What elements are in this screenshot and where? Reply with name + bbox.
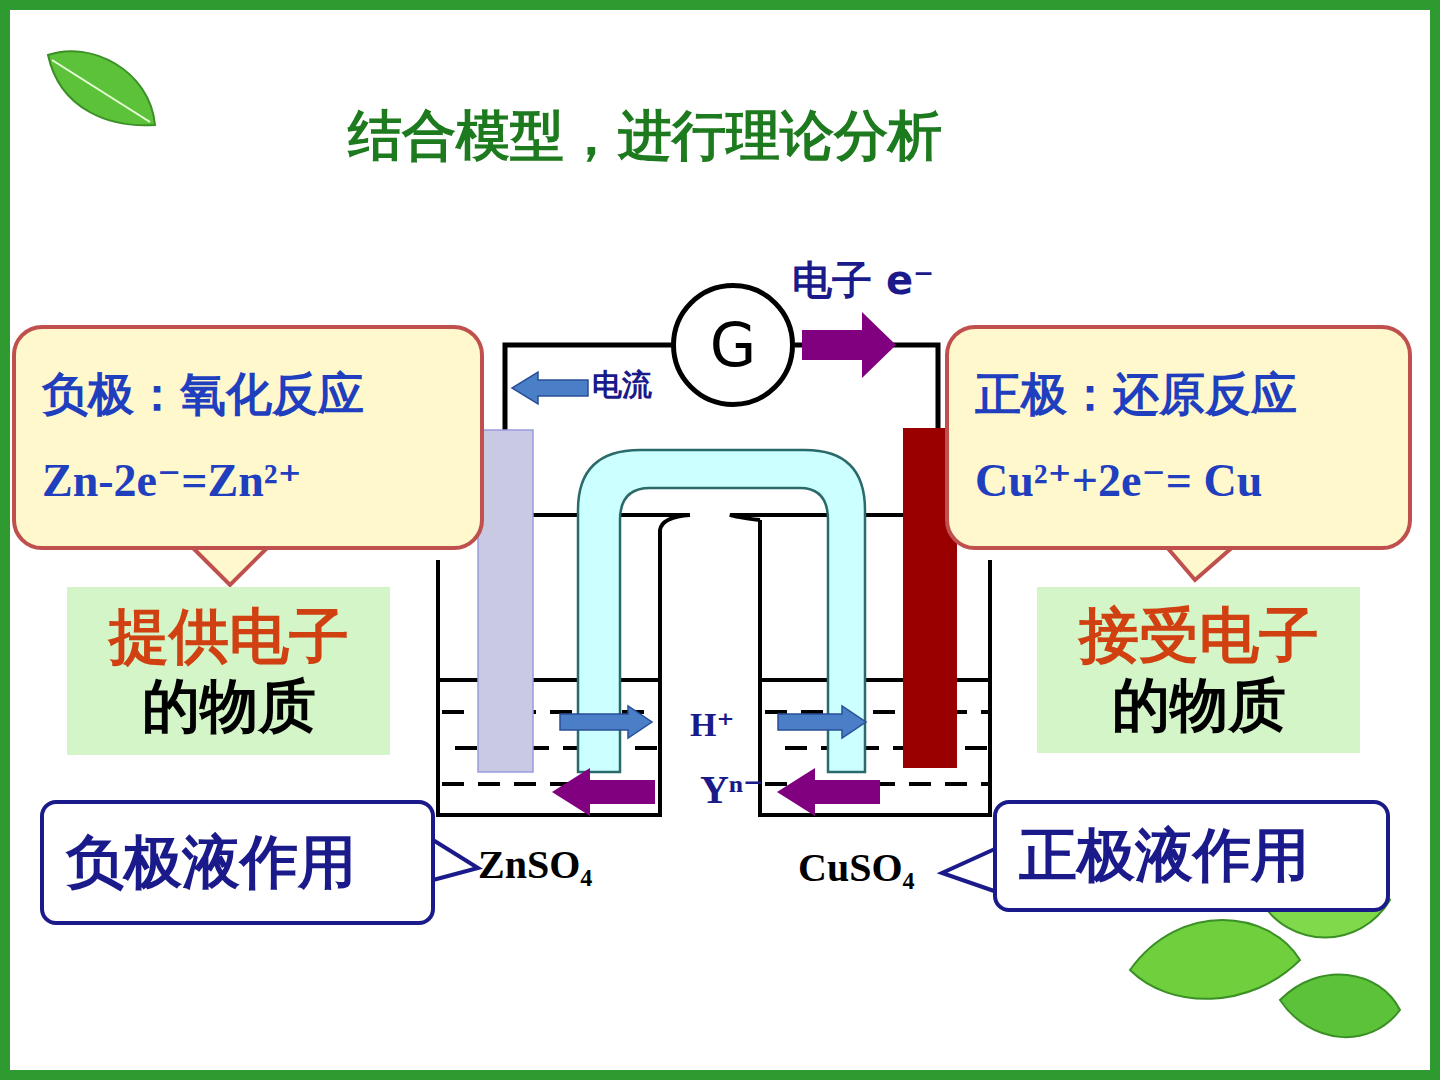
callout-tail	[1165, 545, 1235, 580]
zinc-electrode	[478, 430, 533, 772]
callout-tail	[190, 545, 270, 585]
slide-title: 结合模型，进行理论分析	[0, 100, 1290, 173]
callout-tail	[942, 848, 997, 892]
solution-label: CuSO₄	[798, 846, 914, 890]
ion-label: Yⁿ⁻	[700, 768, 764, 812]
current-label: 电流	[592, 368, 652, 401]
galvanometer: G	[671, 283, 795, 407]
node-heading: 接受电子	[1079, 599, 1319, 671]
concept-box: 接受电子的物质	[1037, 587, 1360, 753]
callout-box: 负极：氧化反应 Zn-2e⁻=Zn²⁺	[12, 325, 484, 550]
node-text: Zn-2e⁻=Zn²⁺	[42, 453, 302, 508]
anion-arrow	[552, 768, 880, 816]
callout-box: 正极：还原反应 Cu²⁺+2e⁻= Cu	[945, 325, 1412, 550]
node-text: 的物质	[142, 672, 316, 742]
solution-label: ZnSO₄	[478, 843, 592, 887]
concept-box: 提供电子的物质	[67, 587, 390, 755]
wire	[505, 345, 672, 430]
question-box: 正极液作用	[993, 800, 1390, 912]
question-box: 负极液作用	[40, 800, 435, 925]
current-arrow	[512, 372, 588, 404]
node-heading: 正极：还原反应	[975, 367, 1297, 422]
node-heading: 提供电子	[109, 600, 349, 672]
electron-arrow	[802, 312, 896, 378]
node-text: Cu²⁺+2e⁻= Cu	[975, 453, 1262, 508]
electron-label: 电子 e⁻	[792, 258, 934, 302]
callout-tail	[433, 840, 478, 880]
node-heading: 负极液作用	[66, 828, 356, 898]
node-heading: 负极：氧化反应	[42, 367, 364, 422]
node-heading: 正极液作用	[1019, 821, 1309, 891]
node-heading: G	[710, 309, 757, 381]
node-text: 的物质	[1112, 671, 1286, 741]
ion-label: H⁺	[690, 706, 734, 743]
